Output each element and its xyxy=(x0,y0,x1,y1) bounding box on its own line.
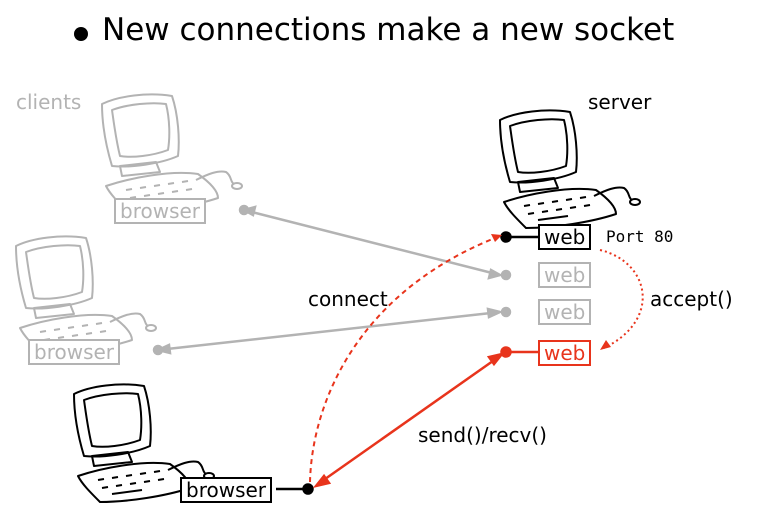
send-recv-arrow xyxy=(312,351,506,489)
browser-box-client-1: browser xyxy=(114,198,207,224)
client-computer-1 xyxy=(101,93,243,213)
established-connection-1 xyxy=(238,204,512,281)
active-browser-line xyxy=(276,483,314,495)
slide-title: New connections make a new socket xyxy=(102,12,675,48)
port-label: Port 80 xyxy=(606,227,674,246)
web-socket-new: web xyxy=(538,340,592,366)
bullet-point xyxy=(74,27,88,41)
server-label: server xyxy=(588,90,652,114)
browser-box-client-3: browser xyxy=(180,477,273,503)
accept-label: accept() xyxy=(650,287,733,311)
accept-arrow xyxy=(599,249,644,350)
web-socket-listening: web xyxy=(538,224,592,250)
established-connection-2 xyxy=(152,306,512,356)
browser-box-client-2: browser xyxy=(28,339,121,365)
server-computer xyxy=(499,109,641,229)
client-computer-2 xyxy=(15,235,157,355)
send-recv-label: send()/recv() xyxy=(418,423,547,447)
web-socket-2: web xyxy=(538,299,592,325)
web-socket-1: web xyxy=(538,262,592,288)
new-socket-line xyxy=(500,346,538,358)
connect-label: connect xyxy=(308,287,388,311)
clients-label: clients xyxy=(16,90,82,114)
connect-arrow xyxy=(309,234,502,483)
listening-socket-line xyxy=(500,231,538,243)
